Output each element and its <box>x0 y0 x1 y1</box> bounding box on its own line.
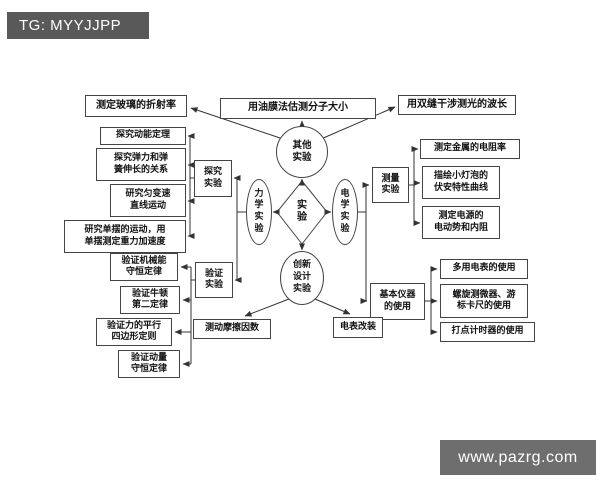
node-electricity-experiments: 电 学 实 验 <box>332 179 358 245</box>
node-other-experiments: 其他 实验 <box>276 126 328 178</box>
node-dot-timer-use: 打点计时器的使用 <box>440 322 535 342</box>
measure-bracket-connectors <box>409 146 421 226</box>
node-spring-force-extension: 探究弹力和弹 簧伸长的关系 <box>96 148 186 181</box>
node-bulb-vi-curve: 描绘小灯泡的 伏安特性曲线 <box>422 166 500 199</box>
electricity-branch-connectors <box>358 182 370 304</box>
node-meter-modification: 电表改装 <box>333 317 383 338</box>
node-momentum-conservation: 验证动量 守恒定律 <box>118 350 180 378</box>
node-newton-second-law: 验证牛顿 第二定律 <box>120 286 180 314</box>
center-diamond-label: 实 验 <box>297 199 307 224</box>
node-friction-coefficient: 测动摩擦因数 <box>193 319 271 339</box>
node-verify-experiments: 验证 实验 <box>195 262 233 298</box>
innovation-connectors <box>244 298 351 317</box>
explore-bracket-connectors <box>187 133 195 239</box>
node-mechanics-experiments: 力 学 实 验 <box>246 179 272 245</box>
node-mechanical-energy-conservation: 验证机械能 守恒定律 <box>110 253 178 281</box>
node-explore-experiments: 探究 实验 <box>194 160 232 197</box>
center-connectors <box>272 178 332 251</box>
node-micrometer-caliper-use: 螺旋测微器、游 标卡尺的使用 <box>440 284 528 318</box>
instruments-bracket-connectors <box>425 266 438 335</box>
node-refractive-index: 测定玻璃的折射率 <box>85 95 187 117</box>
node-force-parallelogram: 验证力的平行 四边形定则 <box>96 318 172 346</box>
node-kinetic-energy-theorem: 探究动能定理 <box>100 127 186 145</box>
mechanics-branch-connectors <box>233 175 246 283</box>
node-pendulum-gravity: 研究单摆的运动，用 单摆测定重力加速度 <box>64 220 186 253</box>
verify-bracket-connectors <box>174 264 195 367</box>
node-double-slit: 用双缝干涉测光的波长 <box>398 95 516 115</box>
watermark-badge: www.pazrg.com <box>440 440 596 475</box>
node-innovative-design-experiments: 创新 设计 实验 <box>280 251 324 305</box>
node-multimeter-use: 多用电表的使用 <box>440 259 528 279</box>
node-uniform-acceleration: 研究匀变速 直线运动 <box>110 184 186 217</box>
tg-badge: TG: MYYJJPP <box>7 12 149 39</box>
node-basic-instruments: 基本仪器 的使用 <box>370 283 425 320</box>
node-emf-internal-resistance: 测定电源的 电动势和内阻 <box>422 206 500 239</box>
node-metal-resistivity: 测定金属的电阻率 <box>420 139 520 159</box>
node-oil-film: 用油膜法估测分子大小 <box>220 98 376 119</box>
node-measure-experiments: 测量 实验 <box>372 167 409 203</box>
